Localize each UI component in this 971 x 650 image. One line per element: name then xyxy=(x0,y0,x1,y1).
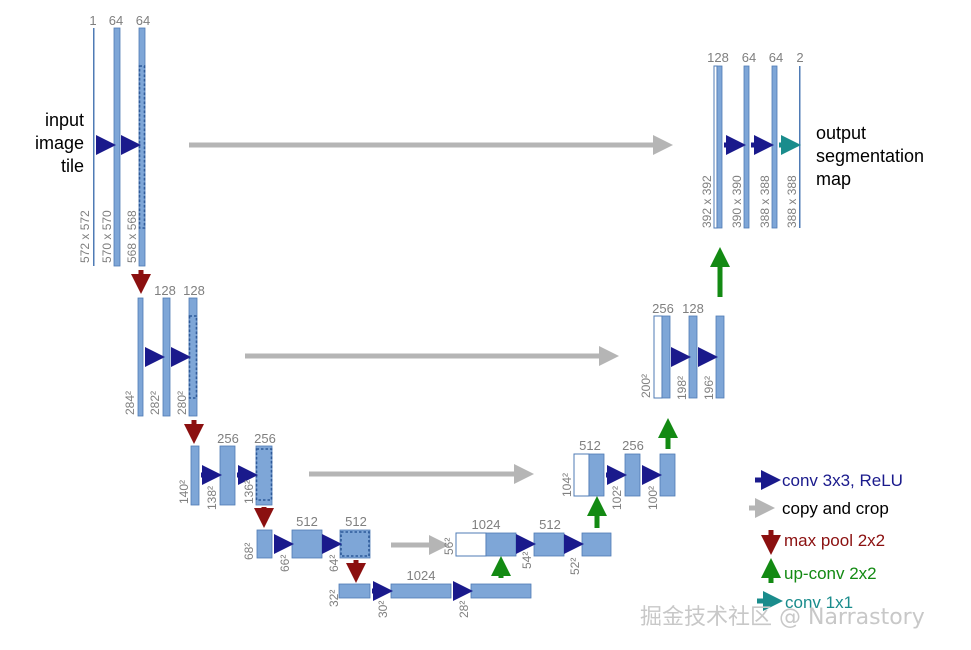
block-r2-up xyxy=(661,315,671,399)
block-r2-b xyxy=(688,315,698,399)
block-r1-c xyxy=(771,65,778,229)
block-l1-conv1 xyxy=(113,27,121,267)
output-label-line-1: output xyxy=(816,123,866,143)
block-r1-copy xyxy=(713,65,718,229)
dim-label-r1-output: 388 x 388 xyxy=(785,175,799,228)
legend-pool-label: max pool 2x2 xyxy=(784,531,885,550)
dim-label-l4-c: 64² xyxy=(327,555,341,572)
dim-label-r4-b: 54² xyxy=(520,552,534,569)
channel-label-l3-c: 256 xyxy=(254,431,276,446)
channel-label-l1-conv2: 64 xyxy=(136,13,150,28)
block-l2-a xyxy=(137,297,144,417)
dim-label-bottom-a: 32² xyxy=(327,590,341,607)
block-r4-copy xyxy=(455,532,487,557)
output-label-line-2: segmentation xyxy=(816,146,924,166)
channel-label-r1-b: 64 xyxy=(742,50,756,65)
input-label-line-1: input xyxy=(45,110,84,130)
output-label: output segmentation map xyxy=(816,123,924,189)
dim-label-l1-conv2: 568 x 568 xyxy=(125,210,139,263)
dim-label-r2-a: 200² xyxy=(639,374,653,398)
channel-label-l1-input: 1 xyxy=(89,13,96,28)
legend-upconv-label: up-conv 2x2 xyxy=(784,564,877,583)
channel-label-bottom: 1024 xyxy=(407,568,436,583)
block-r4-c xyxy=(581,532,612,557)
channel-label-l2-b: 128 xyxy=(154,283,176,298)
legend-copy-label: copy and crop xyxy=(782,499,889,518)
block-r3-copy xyxy=(573,453,590,497)
block-r2-copy xyxy=(653,315,663,399)
dim-label-l3-a: 140² xyxy=(177,480,191,504)
channel-label-r4-concat: 1024 xyxy=(472,517,501,532)
channel-label-r1-concat: 128 xyxy=(707,50,729,65)
block-r2-c xyxy=(715,315,725,399)
dim-label-l1-conv1: 570 x 570 xyxy=(100,210,114,263)
channel-label-r1-output: 2 xyxy=(796,50,803,65)
dim-label-r4-c: 52² xyxy=(568,558,582,575)
input-label-line-2: image xyxy=(35,133,84,153)
dim-label-l4-b: 66² xyxy=(278,555,292,572)
block-r3-c xyxy=(659,453,676,497)
block-r3-b xyxy=(624,453,641,497)
block-l3-b xyxy=(219,445,236,506)
dim-label-l3-c: 136² xyxy=(242,480,256,504)
block-l4-a xyxy=(256,529,273,559)
block-r4-up xyxy=(485,532,517,557)
dim-label-r1-c: 388 x 388 xyxy=(758,175,772,228)
channel-label-r1-c: 64 xyxy=(769,50,783,65)
channel-label-r3-concat: 512 xyxy=(579,438,601,453)
dim-label-r4-a: 56² xyxy=(442,538,456,555)
channel-label-l4-b: 512 xyxy=(296,514,318,529)
dim-label-l1-input: 572 x 572 xyxy=(78,210,92,263)
input-label-line-3: tile xyxy=(61,156,84,176)
block-l1-crop xyxy=(138,65,146,229)
dim-label-l4-a: 68² xyxy=(242,543,256,560)
block-l4-crop xyxy=(340,531,370,557)
legend-conv1x1-label: conv 1x1 xyxy=(785,593,853,612)
dim-label-r1-a: 392 x 392 xyxy=(700,175,714,228)
block-r1-b xyxy=(743,65,750,229)
channel-label-r2-b: 128 xyxy=(682,301,704,316)
channel-label-r2-concat: 256 xyxy=(652,301,674,316)
channel-label-r3-b: 256 xyxy=(622,438,644,453)
block-l2-crop xyxy=(188,315,198,399)
block-l4-b xyxy=(291,529,323,559)
block-r4-b xyxy=(533,532,565,557)
dim-label-r3-a: 104² xyxy=(560,473,574,497)
block-r3-up xyxy=(588,453,605,497)
legend: conv 3x3, ReLU copy and crop max pool 2x… xyxy=(749,470,903,612)
block-r1-output xyxy=(799,66,801,228)
block-l3-a xyxy=(190,445,200,506)
dim-label-r2-c: 196² xyxy=(702,376,716,400)
block-l2-b xyxy=(162,297,171,417)
dim-label-r1-b: 390 x 390 xyxy=(730,175,744,228)
legend-conv-label: conv 3x3, ReLU xyxy=(782,471,903,490)
dim-label-bottom-b: 30² xyxy=(376,601,390,618)
watermark: 掘金技术社区 @ Narrastory xyxy=(640,605,925,630)
block-bottom-a xyxy=(338,583,371,599)
channel-label-l4-c: 512 xyxy=(345,514,367,529)
dim-label-r2-b: 198² xyxy=(675,376,689,400)
dim-label-bottom-c: 28² xyxy=(457,601,471,618)
feature-map-blocks xyxy=(93,27,801,599)
channel-label-l1-conv1: 64 xyxy=(109,13,123,28)
output-label-line-3: map xyxy=(816,169,851,189)
dim-label-r3-b: 102² xyxy=(610,486,624,510)
block-r1-up xyxy=(716,65,723,229)
dim-label-l2-a: 284² xyxy=(123,391,137,415)
dim-label-l2-c: 280² xyxy=(175,391,189,415)
block-l1-input xyxy=(93,28,95,266)
dim-label-l2-b: 282² xyxy=(148,391,162,415)
dim-label-l3-b: 138² xyxy=(205,486,219,510)
dim-label-r3-c: 100² xyxy=(646,486,660,510)
block-bottom-b xyxy=(390,583,452,599)
block-bottom-c xyxy=(470,583,532,599)
input-label: input image tile xyxy=(35,110,84,176)
channel-label-l2-c: 128 xyxy=(183,283,205,298)
arrows xyxy=(96,135,802,601)
channel-label-l3-b: 256 xyxy=(217,431,239,446)
block-l3-crop xyxy=(255,448,273,501)
channel-label-r4-b: 512 xyxy=(539,517,561,532)
